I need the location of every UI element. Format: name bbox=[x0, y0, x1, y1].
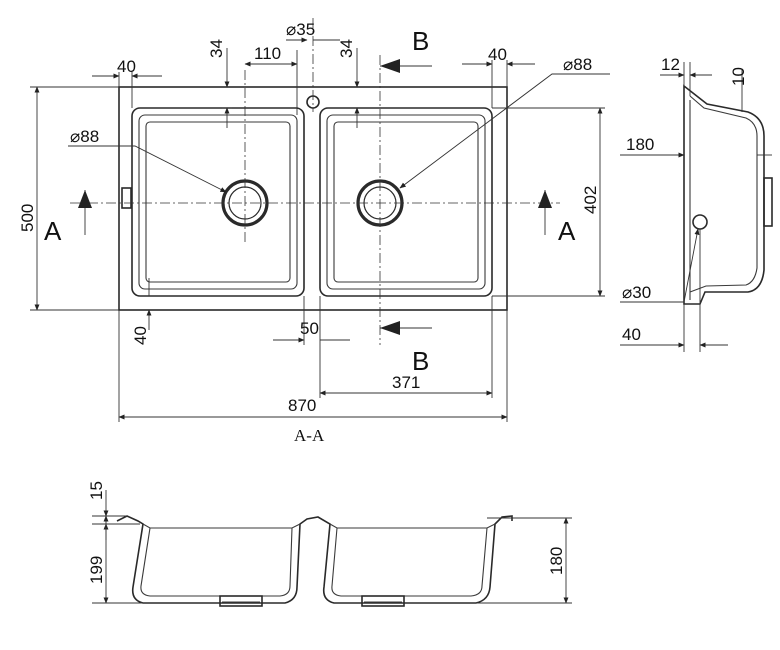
dim-40-side: 40 bbox=[622, 325, 641, 344]
section-mark-a-left: A bbox=[44, 216, 62, 246]
left-bowl bbox=[131, 107, 305, 297]
dim-110: 110 bbox=[254, 44, 281, 63]
dim-50: 50 bbox=[300, 319, 319, 338]
dim-40-bottom: 40 bbox=[131, 326, 150, 345]
dim-10: 10 bbox=[729, 67, 748, 86]
dim-500: 500 bbox=[18, 204, 37, 232]
overflow-slot bbox=[121, 187, 132, 209]
dim-371: 371 bbox=[392, 373, 420, 392]
section-mark-a-right: A bbox=[558, 216, 576, 246]
side-profile bbox=[683, 84, 765, 305]
side-view: 12 10 180 ⌀30 40 bbox=[620, 55, 773, 352]
section-profile-outer bbox=[116, 515, 513, 604]
dim-d88-left: ⌀88 bbox=[70, 127, 99, 146]
dim-12: 12 bbox=[661, 55, 680, 74]
overflow-hole bbox=[692, 214, 708, 230]
dim-180-section: 180 bbox=[547, 547, 566, 575]
dim-870: 870 bbox=[288, 396, 316, 415]
dim-34-left: 34 bbox=[207, 39, 226, 58]
dim-40-top-right: 40 bbox=[488, 45, 507, 64]
dim-199: 199 bbox=[87, 556, 106, 584]
section-view: 15 199 180 bbox=[87, 481, 572, 607]
dim-15: 15 bbox=[87, 481, 106, 500]
dim-d88-right: ⌀88 bbox=[563, 55, 592, 74]
dim-d30: ⌀30 bbox=[622, 283, 651, 302]
section-title: A-A bbox=[294, 426, 325, 445]
plan-view: A A B B 870 371 50 40 500 bbox=[18, 18, 610, 422]
dim-d35: ⌀35 bbox=[286, 20, 315, 39]
section-mark-b-top: B bbox=[412, 26, 429, 56]
sink-outline bbox=[118, 86, 508, 311]
section-mark-b-bottom: B bbox=[412, 346, 429, 376]
dim-40-top-left: 40 bbox=[117, 57, 136, 76]
dim-34-right: 34 bbox=[337, 39, 356, 58]
dim-180-side: 180 bbox=[626, 135, 654, 154]
dim-402: 402 bbox=[581, 186, 600, 214]
right-bowl bbox=[319, 107, 493, 297]
